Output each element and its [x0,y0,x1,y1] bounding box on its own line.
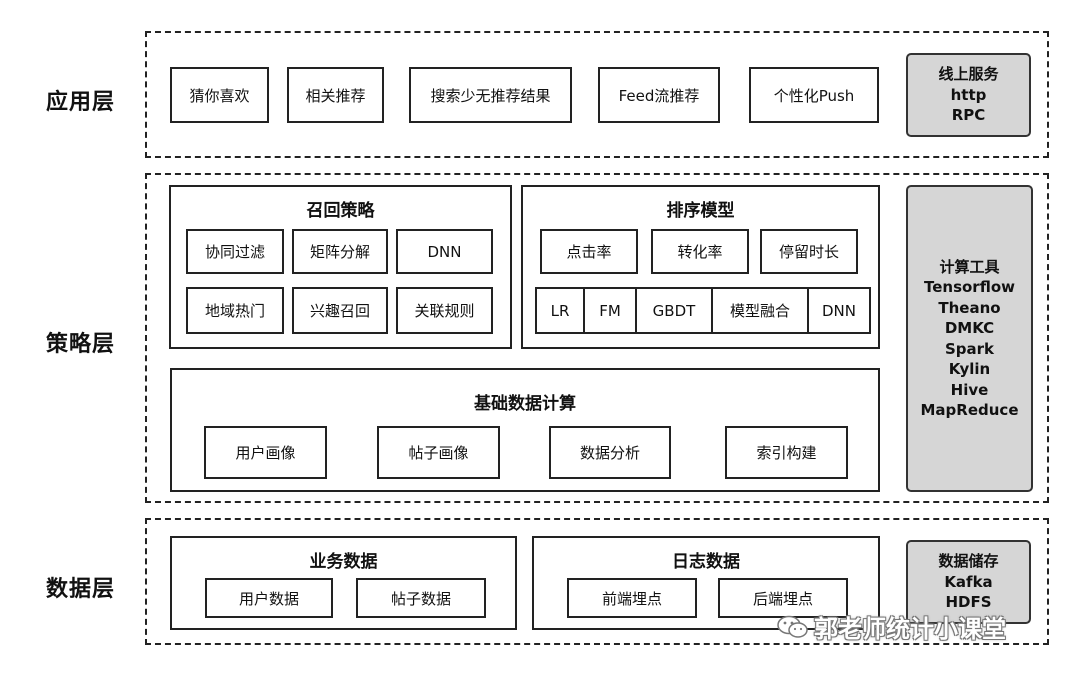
data-layer-label: 数据层 [46,577,116,602]
tool-dmkc: DMKC [944,319,995,337]
recall-item-mf: 矩阵分解 [292,229,388,274]
tool-tensorflow: Tensorflow [923,278,1015,296]
tool-kylin: Kylin [948,360,991,378]
tool-hive: Hive [950,380,989,399]
watermark-text: 郭老师统计小课堂 [814,615,1006,643]
model-gbdt: GBDT [637,289,713,332]
strategy-layer-frame [145,173,1049,503]
recall-item-cf: 协同过滤 [186,229,284,274]
base-item-data-analysis: 数据分析 [549,426,671,479]
model-dnn: DNN [822,301,856,320]
business-item-user-data: 用户数据 [205,578,333,618]
compute-tools-title: 计算工具 [939,257,1000,276]
business-data-title: 业务数据 [309,552,378,572]
base-item-user-profile: 用户画像 [204,426,327,479]
base-item-index-build: 索引构建 [725,426,848,479]
recall-item-interest: 兴趣召回 [292,287,388,334]
online-service-rpc: RPC [951,106,986,125]
tool-spark: Spark [944,339,995,358]
storage-hdfs: HDFS [945,593,992,612]
model-lr: LR [537,289,585,332]
strategy-layer-label: 策略层 [46,332,116,357]
recall-item-region-hot: 地域热门 [186,287,284,334]
log-data-title: 日志数据 [672,552,740,572]
base-data-title: 基础数据计算 [474,394,576,414]
storage-box: 数据储存 Kafka HDFS [906,540,1031,624]
business-item-post-data: 帖子数据 [356,578,486,618]
data-layer-frame [145,518,1049,645]
online-service-box: 线上服务 http RPC [906,53,1031,137]
ranking-metric-cvr: 转化率 [651,229,749,274]
app-item-search-fallback: 搜索少无推荐结果 [409,67,572,123]
base-item-post-profile: 帖子画像 [377,426,500,479]
recall-item-dnn: DNN [396,229,493,274]
compute-tools-box: 计算工具 Tensorflow Theano DMKC Spark Kylin … [906,185,1033,492]
app-layer-label: 应用层 [46,90,116,115]
tool-mapreduce: MapReduce [920,401,1019,419]
ranking-metric-ctr: 点击率 [540,229,638,274]
app-item-guess-you-like: 猜你喜欢 [170,67,269,123]
recall-item-assoc-rules: 关联规则 [396,287,493,334]
model-fusion: 模型融合 [713,289,809,332]
model-fm: FM [585,289,637,332]
online-service-title: 线上服务 [938,65,999,84]
app-item-feed: Feed流推荐 [598,67,720,123]
app-item-push: 个性化Push [749,67,879,123]
app-layer-frame [145,31,1049,158]
storage-title: 数据储存 [938,552,999,571]
ranking-model-title: 排序模型 [666,201,735,221]
log-item-frontend-tracking: 前端埋点 [567,578,697,618]
wechat-icon [777,615,808,638]
recall-strategy-title: 召回策略 [306,201,375,221]
storage-kafka: Kafka [944,572,993,591]
ranking-models-row: LR FM GBDT 模型融合 DNN [535,287,871,334]
tool-theano: Theano [938,298,1001,317]
app-item-related: 相关推荐 [287,67,384,123]
ranking-metric-dwell: 停留时长 [760,229,858,274]
online-service-http: http [950,85,987,104]
watermark: 郭老师统计小课堂 [776,609,1006,644]
